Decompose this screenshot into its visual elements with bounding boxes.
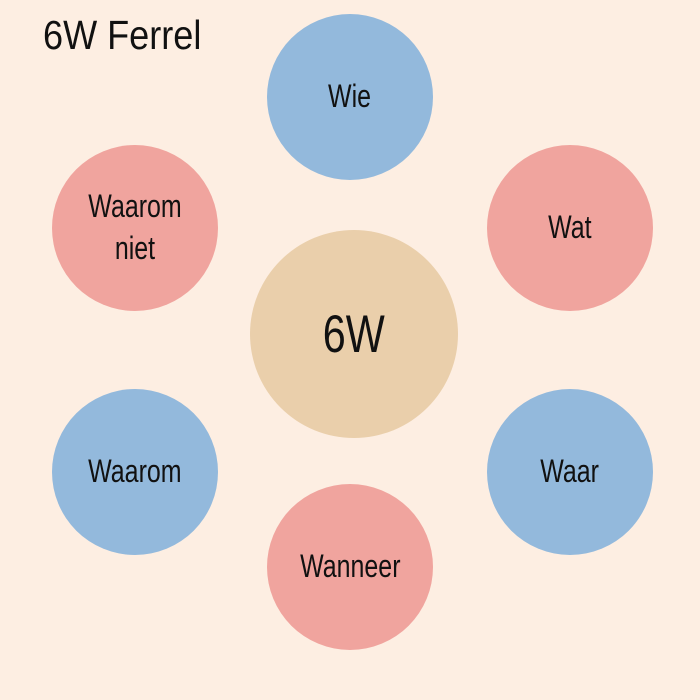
circle-wanneer: Wanneer bbox=[267, 484, 433, 650]
center-circle: 6W bbox=[250, 230, 458, 438]
circle-waar-label: Waar bbox=[540, 453, 600, 490]
circle-waarom: Waarom bbox=[52, 389, 218, 555]
circle-wat: Wat bbox=[487, 145, 653, 311]
circle-wie-label: Wie bbox=[328, 78, 372, 115]
circle-waar: Waar bbox=[487, 389, 653, 555]
page-title: 6W Ferrel bbox=[43, 12, 202, 58]
circle-waarom-niet-label: Waarom niet bbox=[88, 188, 182, 266]
circle-waarom-label: Waarom bbox=[88, 453, 182, 490]
circle-wat-label: Wat bbox=[548, 209, 592, 246]
center-circle-label: 6W bbox=[322, 304, 386, 364]
circle-waarom-niet: Waarom niet bbox=[52, 145, 218, 311]
circle-wie: Wie bbox=[267, 14, 433, 180]
circle-wanneer-label: Wanneer bbox=[299, 548, 401, 585]
